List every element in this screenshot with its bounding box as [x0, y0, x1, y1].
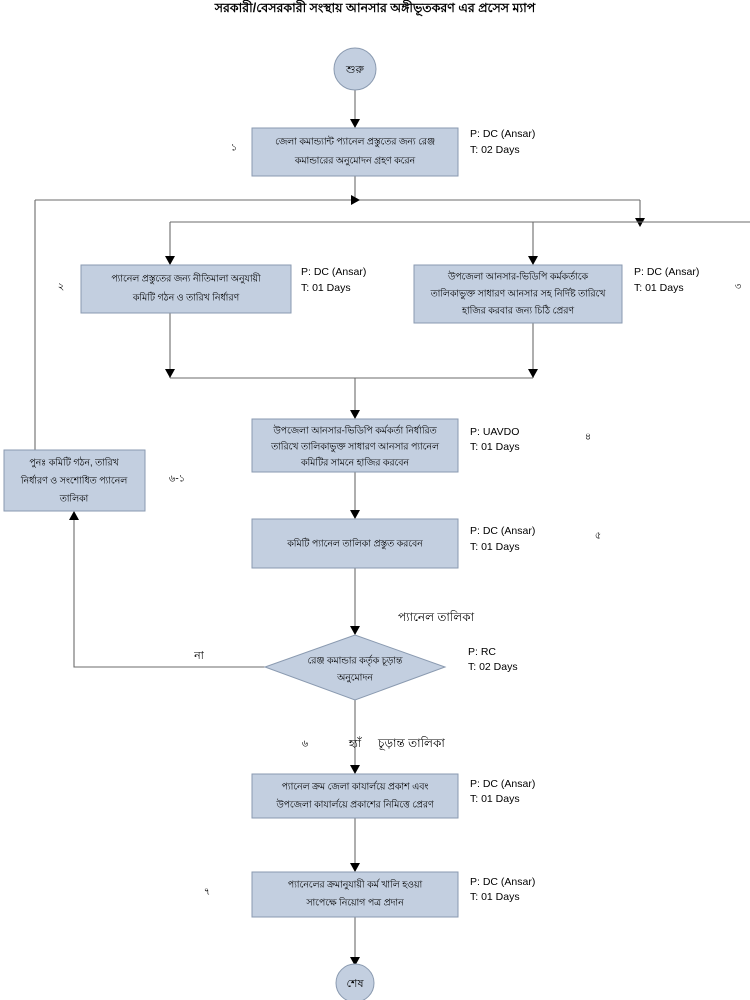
node-n5[interactable]: কমিটি প্যানেল তালিকা প্রস্তুত করবেন P: D…: [251, 518, 602, 569]
edge-label-no: না: [193, 650, 205, 662]
n2-marker: ২: [58, 282, 65, 293]
node-decision[interactable]: রেঞ্জ কমান্ডার কর্তৃক চূড়ান্ত অনুমোদন P…: [263, 634, 518, 750]
decision-time: T: 02 Days: [468, 661, 518, 673]
decision-line-1: রেঞ্জ কমান্ডার কর্তৃক চূড়ান্ত: [308, 655, 404, 666]
n8-person: P: DC (Ansar): [470, 778, 535, 790]
n7-line-1: পুনঃ কমিটি গঠন, তারিখ: [29, 456, 119, 468]
n5-person: P: DC (Ansar): [470, 525, 535, 537]
n9-time: T: 01 Days: [470, 891, 520, 903]
n7-marker: ৬-১: [169, 474, 185, 485]
n1-marker: ১: [231, 143, 238, 154]
arrowhead: [350, 957, 360, 966]
connector-layer: [34, 88, 750, 966]
n3-person: P: DC (Ansar): [634, 266, 699, 278]
decision-line-2: অনুমোদন: [336, 672, 373, 683]
arrowhead: [350, 863, 360, 872]
flow-label-final-list: চূড়ান্ত তালিকা: [377, 736, 445, 751]
n3-shape: [413, 264, 623, 324]
n3-line-2: তালিকাভুক্ত সাধারণ আনসার সহ নির্দিষ্ট তা…: [430, 288, 607, 299]
node-n7-rework[interactable]: পুনঃ কমিটি গঠন, তারিখ নির্ধারণ ও সংশোধিত…: [3, 449, 185, 512]
page-title: সরকারী/বেসরকারী সংস্থায় আনসার অঙ্গীভূতক…: [214, 0, 537, 17]
node-n1[interactable]: জেলা কমান্ড্যান্ট প্যানেল প্রস্তুতের জন্…: [231, 127, 536, 177]
flow-label-panel-list: প্যানেল তালিকা: [398, 610, 475, 624]
end-terminator-shape: [335, 963, 375, 1000]
n3-line-1: উপজেলা আনসার-ভিডিপি কর্মকর্তাকে: [447, 270, 588, 281]
n4-marker: ৪: [585, 432, 592, 443]
arrowhead: [528, 369, 538, 378]
node-n8[interactable]: প্যানেল ক্রম জেলা কাযার্লয়ে প্রকাশ এবং …: [251, 773, 535, 819]
arrowhead: [350, 765, 360, 774]
n3-line-3: হাজির করবার জন্য চিঠি প্রেরণ: [461, 304, 574, 315]
end-label: শেষ: [346, 978, 364, 990]
n9-line-2: সাপেক্ষে নিয়োগ পত্র প্রদান: [305, 897, 404, 907]
node-n9[interactable]: প্যানেলের ক্রমানুযায়ী কর্ম খালি হওয়া স…: [204, 871, 536, 918]
n1-line-1: জেলা কমান্ড্যান্ট প্যানেল প্রস্তুতের জন্…: [275, 136, 435, 147]
decision-person: P: RC: [468, 646, 496, 658]
n7-shape: [3, 449, 146, 512]
n4-time: T: 01 Days: [470, 441, 520, 453]
node-n2[interactable]: প্যানেল প্রস্তুতের জন্য নীতিমালা অনুযায়…: [58, 264, 367, 314]
decision-marker: ৬: [302, 739, 309, 750]
n8-line-1: প্যানেল ক্রম জেলা কাযার্লয়ে প্রকাশ এবং: [282, 781, 429, 791]
node-start[interactable]: শুরু: [333, 47, 377, 91]
n2-line-2: কমিটি গঠন ও তারিখ নির্ধারণ: [132, 291, 240, 302]
node-end[interactable]: শেষ: [335, 963, 375, 1000]
n1-line-2: কমান্ডারের অনুমোদন গ্রহণ করেন: [294, 155, 416, 166]
n8-time: T: 01 Days: [470, 793, 520, 805]
arrowhead: [165, 369, 175, 378]
edge-label-yes: হ্যাঁ: [348, 736, 362, 750]
arrowhead: [69, 511, 79, 520]
n9-shape: [251, 871, 459, 918]
n1-person: P: DC (Ansar): [470, 128, 535, 140]
n1-time: T: 02 Days: [470, 144, 520, 156]
n4-shape: [251, 418, 459, 473]
n2-shape: [80, 264, 292, 314]
n9-marker: ৭: [204, 887, 211, 898]
arrowhead: [165, 256, 175, 265]
n9-person: P: DC (Ansar): [470, 876, 535, 888]
n4-line-1: উপজেলা আনসার-ভিডিপি কর্মকর্তা নির্ধারিত: [272, 424, 436, 435]
n2-person: P: DC (Ansar): [301, 266, 366, 278]
n4-line-3: কমিটির সামনে হাজির করবেন: [300, 456, 409, 467]
n8-shape: [251, 773, 459, 819]
n5-time: T: 01 Days: [470, 541, 520, 553]
n4-person: P: UAVDO: [470, 426, 519, 438]
n2-time: T: 01 Days: [301, 282, 351, 294]
n4-line-2: তারিখে তালিকাভুক্ত সাধারণ আনসার প্যানেল: [270, 441, 439, 452]
edge-decision-no: [73, 520, 265, 668]
arrowhead: [350, 510, 360, 519]
n3-marker: ৩: [735, 282, 742, 293]
n1-shape: [251, 127, 459, 177]
n9-line-1: প্যানেলের ক্রমানুযায়ী কর্ম খালি হওয়া: [288, 878, 423, 890]
n5-marker: ৫: [595, 531, 602, 542]
n3-time: T: 01 Days: [634, 282, 684, 294]
arrowhead: [351, 195, 360, 205]
arrowhead: [350, 626, 360, 635]
arrowhead: [350, 119, 360, 128]
n7-line-2: নির্ধারণ ও সংশোধিত প্যানেল: [20, 475, 127, 485]
n2-line-1: প্যানেল প্রস্তুতের জন্য নীতিমালা অনুযায়…: [111, 272, 261, 284]
start-label: শুরু: [345, 64, 364, 76]
start-terminator-shape: [333, 47, 377, 91]
arrowhead: [528, 256, 538, 265]
n5-line-1: কমিটি প্যানেল তালিকা প্রস্তুত করবেন: [286, 537, 423, 549]
arrowhead: [350, 410, 360, 419]
node-n4[interactable]: উপজেলা আনসার-ভিডিপি কর্মকর্তা নির্ধারিত …: [251, 418, 592, 473]
n8-line-2: উপজেলা কাযার্লয়ে প্রকাশের নিমিত্তে প্রে…: [275, 798, 434, 809]
node-n3[interactable]: উপজেলা আনসার-ভিডিপি কর্মকর্তাকে তালিকাভু…: [413, 264, 742, 324]
n5-shape: [251, 518, 459, 569]
n7-line-3: তালিকা: [59, 493, 89, 503]
decision-shape: [263, 634, 447, 701]
